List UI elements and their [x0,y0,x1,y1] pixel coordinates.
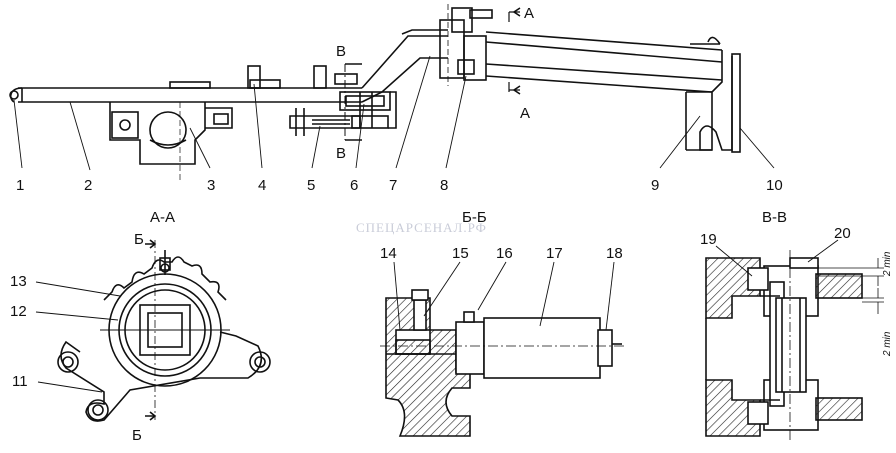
callout-12: 12 [10,303,27,320]
cylinder-17 [483,317,601,379]
callout-7: 7 [389,177,397,194]
leaders-main [13,55,775,171]
dimension-label-top: 2 min [882,251,893,277]
callout-17: 17 [546,245,563,262]
gear-13 [103,256,227,301]
bushing-19 [747,267,769,291]
title-section-bb: Б-Б [462,209,487,226]
callout-1: 1 [16,177,24,194]
nut-18 [597,329,613,367]
callout-10: 10 [766,177,783,194]
main-view [9,4,741,180]
column-9 [699,50,733,151]
callout-15: 15 [452,245,469,262]
callout-6: 6 [350,177,358,194]
section-mark-v-top: В [336,43,346,60]
leaders-vv [715,239,839,277]
section-mark-v-bottom: В [336,145,346,162]
section-mark-b-top: Б [134,231,144,248]
callout-4: 4 [258,177,266,194]
dimension-label-bottom: 2 min [882,331,893,357]
title-section-vv: В-В [762,209,787,226]
arm-eye [9,87,23,103]
watermark: СПЕЦАРСЕНАЛ.РФ [356,220,487,235]
callout-9: 9 [651,177,659,194]
sleeve-16 [455,321,485,375]
dimension-lines-vv [818,258,884,314]
callout-5: 5 [307,177,315,194]
callout-labels-main: 1 2 3 4 5 6 7 8 9 10 [16,177,783,194]
section-marks-main: В В A A [336,5,534,162]
callout-18: 18 [606,245,623,262]
callout-13: 13 [10,273,27,290]
bracket-3 [109,102,206,165]
clevis-6 [339,91,391,111]
callout-11: 11 [12,373,28,390]
section-mark-a-bottom: A [520,105,530,122]
callout-19: 19 [700,231,717,248]
callout-14: 14 [380,245,397,262]
callout-8: 8 [440,177,448,194]
callout-20: 20 [834,225,851,242]
rail [485,31,723,93]
callout-3: 3 [207,177,215,194]
long-arm [18,87,362,103]
arm-hole [9,90,19,100]
leaders-aa [35,281,121,393]
section-mark-b-bottom: Б [132,427,142,444]
plate-10 [731,53,741,153]
post-upper [313,65,327,89]
view-aa [57,239,271,422]
section-mark-a-top: A [524,5,534,22]
washer-20 [789,257,819,269]
rod-5 [289,115,361,129]
title-section-aa: А-А [150,209,175,226]
view-bb [380,289,626,437]
callout-2: 2 [84,177,92,194]
link-7 [361,35,448,103]
callout-16: 16 [496,245,513,262]
view-vv [705,250,863,440]
leaders-bb [393,261,615,331]
